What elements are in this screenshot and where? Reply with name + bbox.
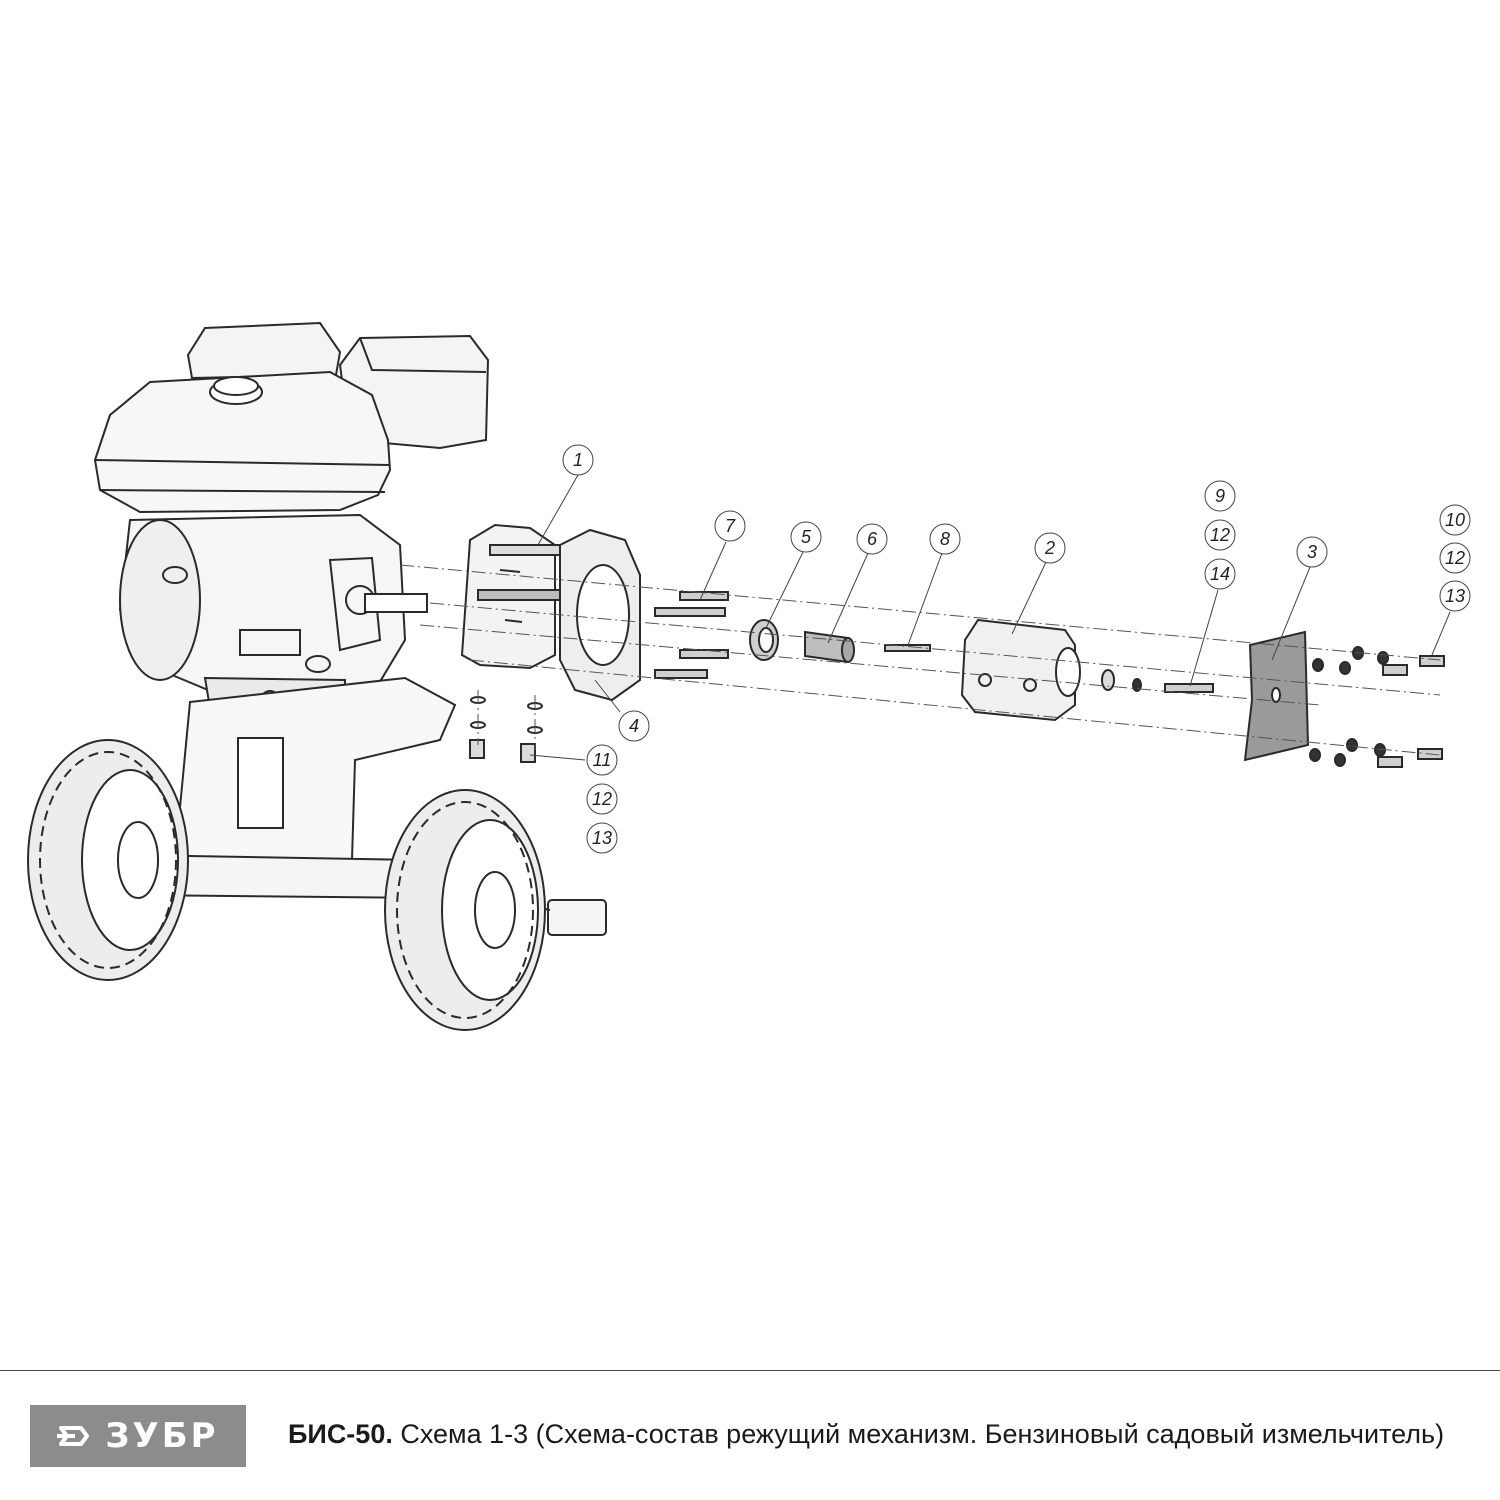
callout-13-right: 13 [1439, 580, 1471, 612]
svg-text:12: 12 [1445, 548, 1465, 568]
svg-text:5: 5 [801, 527, 812, 547]
key-part-8 [884, 644, 931, 652]
svg-text:3: 3 [1307, 542, 1317, 562]
callout-13-bottom: 13 [586, 822, 618, 854]
svg-text:7: 7 [725, 516, 736, 536]
svg-text:11: 11 [593, 750, 612, 770]
svg-text:13: 13 [592, 828, 612, 848]
engine-block [118, 513, 407, 712]
svg-text:9: 9 [1215, 486, 1225, 506]
callout-leaders [529, 474, 1451, 761]
svg-text:4: 4 [629, 716, 639, 736]
svg-text:1: 1 [573, 450, 583, 470]
caption-model: БИС-50. [288, 1419, 393, 1449]
svg-text:12: 12 [592, 789, 612, 809]
svg-text:8: 8 [940, 529, 950, 549]
callout-4: 4 [618, 710, 650, 742]
washers-and-bolt-part-14 [1101, 669, 1214, 693]
callout-6: 6 [856, 523, 888, 555]
fasteners-part-10-12-13 [1309, 646, 1445, 768]
svg-text:13: 13 [1445, 586, 1465, 606]
callout-14: 14 [1204, 558, 1236, 590]
screws-part-11 [469, 696, 543, 763]
svg-text:10: 10 [1445, 510, 1465, 530]
figure-caption: БИС-50. Схема 1-3 (Схема-состав режущий … [288, 1419, 1444, 1450]
brand-logo: ЗУБР [30, 1405, 246, 1467]
svg-text:12: 12 [1210, 525, 1230, 545]
callout-12-right: 12 [1439, 542, 1471, 574]
svg-text:2: 2 [1044, 538, 1055, 558]
bolts-part-7 [654, 591, 729, 679]
caption-text: Схема 1-3 (Схема-состав режущий механизм… [392, 1419, 1445, 1449]
flange-plate-part-4 [559, 528, 641, 702]
callout-11: 11 [586, 744, 618, 776]
callout-10: 10 [1439, 504, 1471, 536]
svg-text:6: 6 [867, 529, 878, 549]
end-plate-part-3 [1243, 630, 1310, 762]
sleeve-part-6 [804, 630, 855, 664]
engine-output-shaft [364, 593, 428, 613]
bushing-part-5 [749, 619, 779, 661]
callout-3: 3 [1296, 536, 1328, 568]
left-wheel [27, 739, 189, 981]
brand-logo-text: ЗУБР [105, 1416, 219, 1456]
callout-2: 2 [1034, 532, 1066, 564]
cutter-housing-part-1 [460, 523, 581, 670]
callout-8: 8 [929, 523, 961, 555]
callout-12-top: 12 [1204, 519, 1236, 551]
arrow-logo-icon [57, 1426, 90, 1446]
right-wheel [384, 789, 546, 1031]
callout-1: 1 [562, 444, 594, 476]
blade-holder-part-2 [960, 618, 1081, 722]
callout-5: 5 [790, 521, 822, 553]
footer-divider [0, 1370, 1500, 1371]
engine-fuel-tank [93, 370, 392, 514]
callout-12-bottom: 12 [586, 783, 618, 815]
svg-text:14: 14 [1210, 564, 1230, 584]
callout-7: 7 [714, 510, 746, 542]
callout-9: 9 [1204, 480, 1236, 512]
frame-stand [128, 676, 607, 936]
